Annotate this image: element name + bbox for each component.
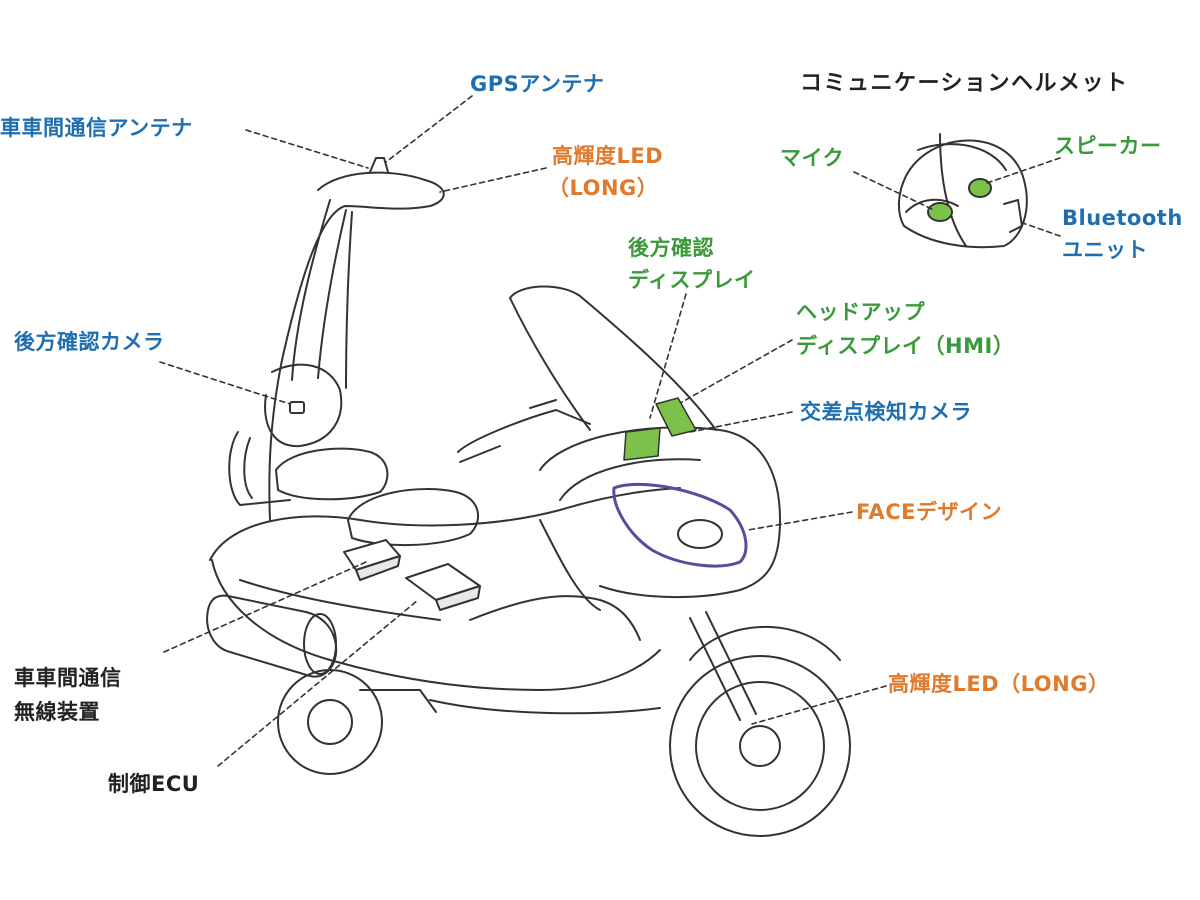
label-face-design: FACEデザイン <box>856 500 1002 524</box>
label-gps-antenna: GPSアンテナ <box>470 72 605 96</box>
label-intersection-camera: 交差点検知カメラ <box>800 400 972 424</box>
headlight <box>677 519 723 549</box>
antenna-mount <box>369 157 389 173</box>
helmet-speaker-pad <box>968 178 992 198</box>
v2v-radio-units <box>343 539 481 611</box>
label-led-bottom: 高輝度LED（LONG） <box>888 672 1110 696</box>
scooter-drawing <box>206 157 851 837</box>
helmet-shell <box>898 139 1028 249</box>
label-speaker: スピーカー <box>1054 134 1162 158</box>
label-rear-display-line1: 後方確認 <box>628 236 714 260</box>
label-hud-line2: ディスプレイ（HMI） <box>796 334 1015 358</box>
rear-display-screen <box>623 427 661 461</box>
front-wheel <box>669 655 851 837</box>
rear-camera-box <box>289 401 305 414</box>
label-bluetooth-line1: Bluetooth <box>1062 206 1183 230</box>
label-hud-line1: ヘッドアップ <box>796 300 925 324</box>
windshield <box>509 285 717 431</box>
label-rear-display-line2: ディスプレイ <box>628 268 756 292</box>
label-ecu: 制御ECU <box>108 772 200 796</box>
label-v2v-radio-line2: 無線装置 <box>14 700 100 724</box>
label-led-top-line1: 高輝度LED <box>552 144 664 168</box>
label-v2v-antenna: 車車間通信アンテナ <box>0 116 193 140</box>
label-v2v-radio-line1: 車車間通信 <box>14 666 122 690</box>
helmet-mic-pad <box>927 202 953 222</box>
helmet-title: コミュニケーションヘルメット <box>800 71 1129 96</box>
label-mic: マイク <box>780 146 845 170</box>
front-fairing <box>539 426 781 599</box>
rear-wheel <box>277 669 383 775</box>
leader-lines <box>159 95 1061 767</box>
label-bluetooth-line2: ユニット <box>1062 238 1148 262</box>
face-design-outline <box>612 482 748 568</box>
helmet-drawing <box>898 133 1028 249</box>
hud-screen <box>655 397 697 437</box>
label-rear-camera: 後方確認カメラ <box>14 330 165 354</box>
handlebars <box>457 409 591 453</box>
scooter-body <box>209 487 681 561</box>
label-led-top-line2: （LONG） <box>548 176 659 200</box>
